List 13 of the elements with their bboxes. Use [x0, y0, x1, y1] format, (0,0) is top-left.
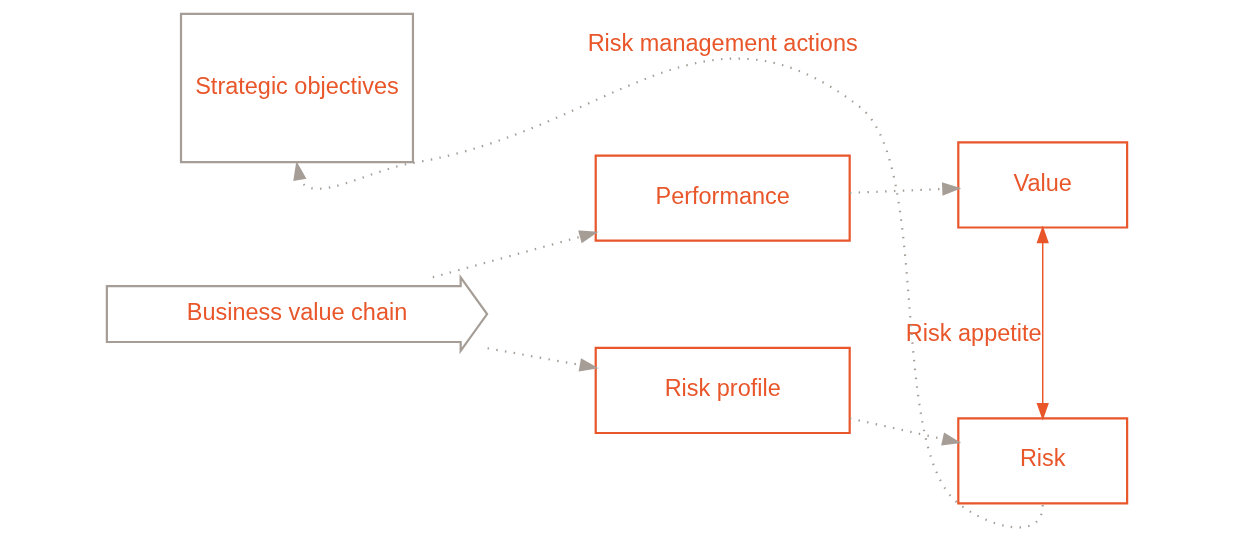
node-box: Performance [594, 154, 851, 242]
arrow [849, 182, 961, 196]
node-box: Risk profile [594, 346, 851, 435]
node-box: Strategic objectives [179, 12, 414, 164]
arrow [849, 417, 961, 446]
edge-label: Risk management actions [587, 30, 858, 57]
arrow [432, 230, 598, 279]
node-box: Risk [956, 417, 1128, 505]
node-box: Value [956, 141, 1128, 229]
edge-label: Risk appetite [905, 320, 1042, 347]
arrow [292, 58, 1044, 529]
arrow [486, 347, 599, 372]
arrow [1036, 225, 1049, 421]
